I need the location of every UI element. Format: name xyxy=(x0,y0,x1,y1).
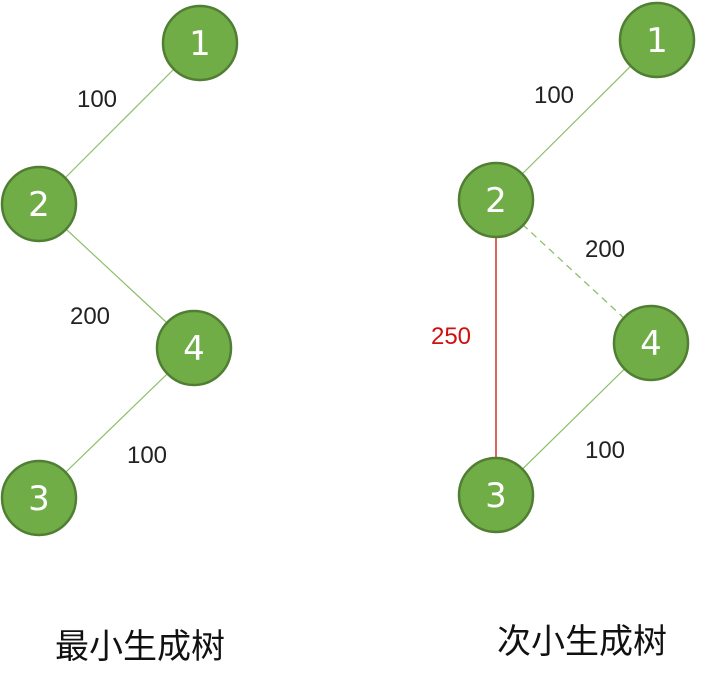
edge-weight-4-3: 100 xyxy=(127,442,167,469)
edge-weight-2-3: 250 xyxy=(431,323,471,350)
node-1: 1 xyxy=(618,1,696,79)
node-3-label: 3 xyxy=(28,479,50,519)
node-4: 4 xyxy=(155,309,233,387)
node-2-label: 2 xyxy=(28,185,50,225)
node-1-circle xyxy=(618,1,696,79)
edge-weight-4-3: 100 xyxy=(585,437,625,464)
edge-weight-1-2: 100 xyxy=(77,86,117,113)
diagram-mst: 100 200 100 1 2 4 3 最小生成树 xyxy=(0,4,239,667)
edge-weight-2-4: 200 xyxy=(70,303,110,330)
node-2: 2 xyxy=(0,165,78,243)
node-3-circle xyxy=(457,456,535,534)
edge-weight-1-2: 100 xyxy=(534,82,574,109)
node-3-label: 3 xyxy=(485,476,507,516)
node-2-label: 2 xyxy=(485,181,507,221)
node-2-circle xyxy=(457,161,535,239)
node-4-label: 4 xyxy=(183,329,205,369)
node-4-circle xyxy=(612,304,690,382)
edge-weight-2-4: 200 xyxy=(585,236,625,263)
node-2: 2 xyxy=(457,161,535,239)
node-2-circle xyxy=(0,165,78,243)
node-1-label: 1 xyxy=(189,24,211,64)
node-4: 4 xyxy=(612,304,690,382)
node-3: 3 xyxy=(0,459,78,537)
node-3: 3 xyxy=(457,456,535,534)
node-1: 1 xyxy=(161,4,239,82)
node-4-circle xyxy=(155,309,233,387)
caption-mst: 最小生成树 xyxy=(55,627,225,667)
node-4-label: 4 xyxy=(640,324,662,364)
caption-second-mst: 次小生成树 xyxy=(497,622,667,662)
node-1-circle xyxy=(161,4,239,82)
node-3-circle xyxy=(0,459,78,537)
diagram-second-mst: 100 200 250 100 1 2 4 3 次小生成树 xyxy=(431,1,696,662)
node-1-label: 1 xyxy=(646,21,668,61)
